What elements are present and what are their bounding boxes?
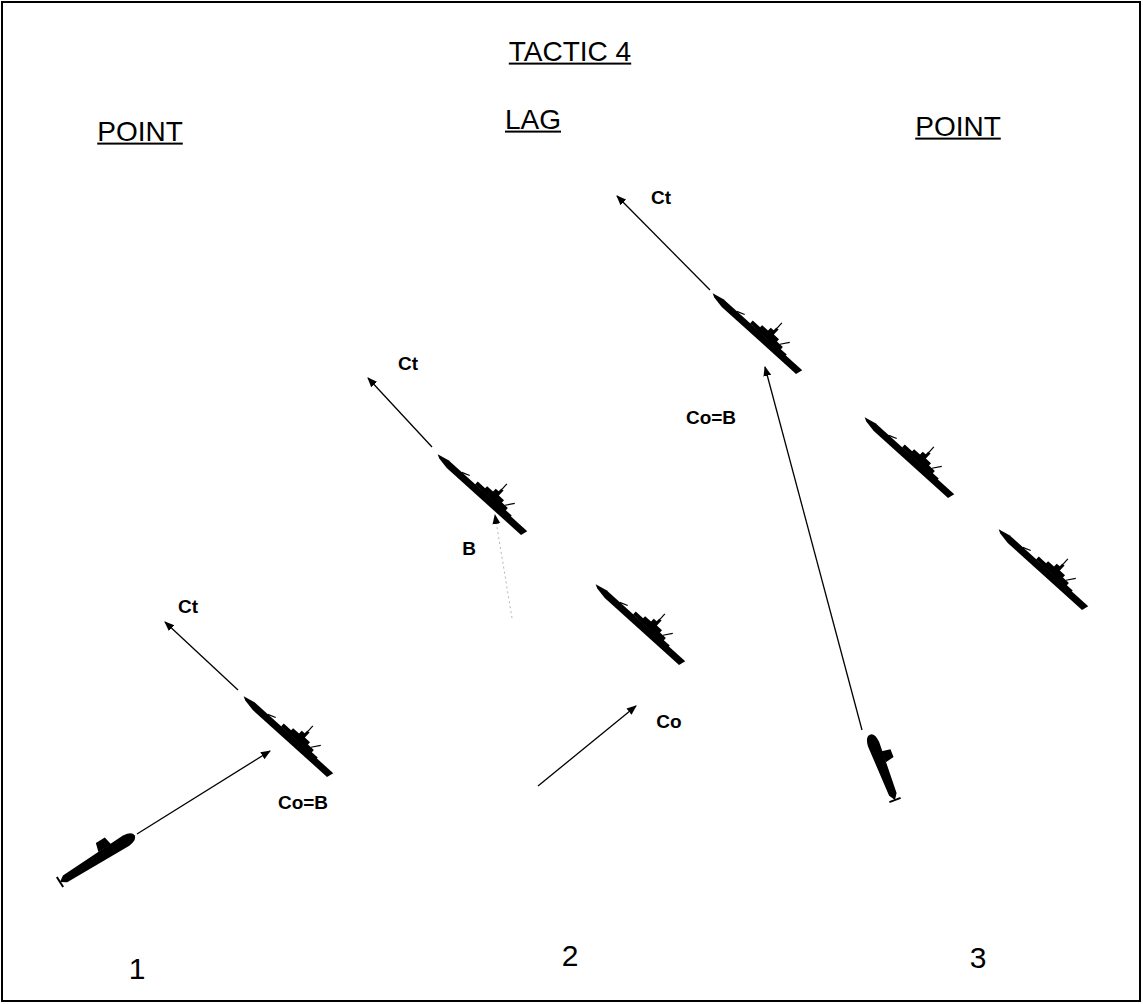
course-label: Ct — [178, 597, 198, 618]
bearing-line — [495, 515, 512, 618]
vessels — [53, 275, 1103, 887]
bearing-label: B — [462, 539, 476, 560]
step-number: 1 — [129, 952, 146, 985]
step-number: 2 — [562, 939, 579, 972]
course-arrow — [137, 751, 270, 834]
diagram-title: TACTIC 4 — [509, 37, 631, 68]
course-label: Co=B — [278, 793, 328, 814]
warship-silhouette — [435, 436, 541, 537]
warship-silhouette — [710, 275, 816, 376]
course-arrow — [765, 367, 862, 730]
course-label: Co=B — [686, 408, 736, 429]
course-arrow — [538, 706, 636, 786]
course-label: Co — [656, 712, 681, 733]
warship-silhouette — [996, 511, 1102, 612]
warship-silhouette — [862, 399, 968, 500]
course-label: Ct — [398, 354, 418, 375]
course-arrow — [617, 196, 710, 290]
submarine-silhouette — [864, 730, 908, 803]
column-heading: POINT — [915, 112, 1001, 143]
course-label: Ct — [651, 188, 671, 209]
course-arrow — [368, 378, 432, 447]
step-number: 3 — [970, 941, 987, 974]
column-heading: POINT — [97, 117, 183, 148]
warship-silhouette — [241, 678, 347, 779]
course-arrows — [137, 196, 862, 834]
column-heading: LAG — [505, 105, 561, 136]
course-arrow — [165, 622, 238, 690]
warship-silhouette — [593, 566, 699, 667]
submarine-silhouette — [53, 823, 138, 887]
